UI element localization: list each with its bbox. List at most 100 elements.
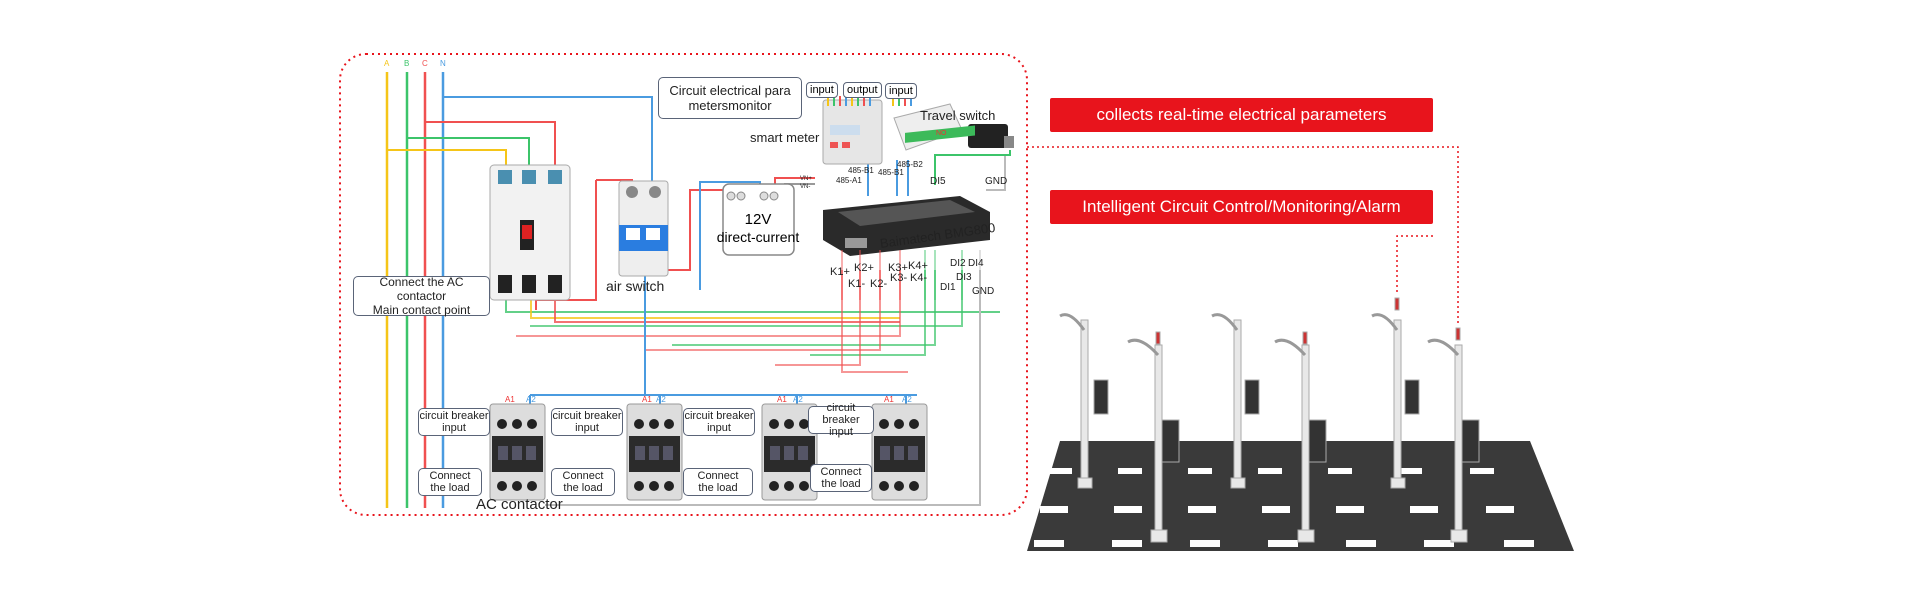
ac-contactor-label: AC contactor <box>476 496 563 513</box>
street-pole-icon <box>1127 331 1180 543</box>
street-poles <box>1059 297 1480 543</box>
power-supply-box <box>722 183 795 256</box>
k1-plus-label: K1+ <box>830 266 850 278</box>
gnd-top-label: GND <box>985 176 1008 187</box>
mccb-breaker-icon <box>489 164 571 301</box>
coil-a2: A2 <box>526 395 536 404</box>
coil-a1: A1 <box>884 395 894 404</box>
meter-monitor-label: Circuit electrical para metersmonitor <box>658 77 802 119</box>
power-supply-type: direct-current <box>717 229 800 245</box>
street-pole-icon <box>1211 313 1260 489</box>
connect-load-line1: Connect <box>697 470 739 482</box>
di5-label: DI5 <box>930 176 946 187</box>
ac-contactor-line1: Connect the AC contactor <box>379 275 464 303</box>
gnd-label: GND <box>972 286 995 297</box>
io-module-icon <box>892 96 963 151</box>
coil-a2: A2 <box>656 395 666 404</box>
coil-a2: A2 <box>902 395 912 404</box>
coil-a2: A2 <box>793 395 803 404</box>
street-pole-icon <box>1274 331 1327 543</box>
contactor-icon <box>489 403 546 501</box>
connect-load-line1: Connect <box>562 470 604 482</box>
callout-realtime-parameters: collects real-time electrical parameters <box>1050 98 1433 132</box>
street-pole-icon <box>1059 313 1109 489</box>
breaker-input-line2: input <box>575 422 599 434</box>
breaker-input-line2: input <box>829 426 853 438</box>
street-pole-icon <box>1371 297 1420 489</box>
vn-plus-label: VN+ <box>800 176 812 182</box>
module-input-tag: input <box>885 83 917 99</box>
meter-output-tag: output <box>843 82 882 98</box>
coil-a1: A1 <box>505 395 515 404</box>
connect-load-line2: the load <box>563 482 603 494</box>
k3-plus-label: K3+ <box>888 262 908 274</box>
rs485-a1-label: 485-A1 <box>836 176 862 185</box>
rs485-b1-label: 485-B1 <box>848 166 874 175</box>
no-mark: NO <box>936 130 947 137</box>
coil-a1: A1 <box>777 395 787 404</box>
ac-contactor-main-contact-label: Connect the AC contactor Main contact po… <box>353 275 490 317</box>
meter-monitor-line1: Circuit electrical para <box>669 83 791 98</box>
travel-switch-icon <box>968 124 1014 148</box>
dotted-frame <box>339 53 1028 516</box>
power-supply-voltage: 12V <box>745 211 772 228</box>
coil-a1: A1 <box>642 395 652 404</box>
phase-label-n: N <box>440 59 446 68</box>
air-switch-label: air switch <box>606 278 665 294</box>
di4-label: DI4 <box>968 258 984 269</box>
contactor-icon <box>761 403 818 501</box>
callout-circuit-control: Intelligent Circuit Control/Monitoring/A… <box>1050 190 1433 224</box>
connect-load-line2: the load <box>821 478 861 490</box>
k1-minus-label: K1- <box>848 278 866 290</box>
smart-meter-label: smart meter <box>750 130 820 145</box>
breaker-input-line1: circuit breaker <box>552 410 622 422</box>
bmg800-controller-icon <box>823 125 990 256</box>
contactor-icon <box>871 403 928 501</box>
ac-contactors <box>489 403 928 501</box>
rs485-b2-label: 485-B2 <box>897 160 923 169</box>
phase-label-c: C <box>422 59 428 68</box>
phase-label-a: A <box>384 59 390 68</box>
contactor-icon <box>626 403 683 501</box>
meter-input-tag: input <box>806 82 838 98</box>
di3-label: DI3 <box>956 272 972 283</box>
breaker-input-line1: circuit breaker <box>684 410 754 422</box>
road <box>1027 441 1574 551</box>
breaker-input-line1: circuit breaker <box>419 410 489 422</box>
k3-minus-label: K3- <box>890 272 908 284</box>
di1-label: DI1 <box>940 282 956 293</box>
rs485-b1-label-2: 485-B1 <box>878 168 904 177</box>
vn-minus-label: VN- <box>800 184 811 190</box>
k2-minus-label: K2- <box>870 278 888 290</box>
breaker-input-line2: input <box>442 422 466 434</box>
k4-minus-label: K4- <box>910 272 928 284</box>
connect-load-line1: Connect <box>429 470 471 482</box>
leader-line-realtime <box>1027 146 1459 325</box>
leader-line-control <box>1396 235 1433 294</box>
air-switch-icon <box>618 180 669 277</box>
breaker-input-line1: circuit breaker <box>822 402 860 426</box>
road-markings <box>1034 468 1534 547</box>
street-pole-icon <box>1427 327 1480 543</box>
phase-label-b: B <box>404 59 409 68</box>
ac-contactor-line2: Main contact point <box>372 303 471 317</box>
k4-plus-label: K4+ <box>908 260 928 272</box>
meter-monitor-line2: metersmonitor <box>688 98 772 113</box>
k2-plus-label: K2+ <box>854 262 874 274</box>
breaker-input-line2: input <box>707 422 731 434</box>
connect-load-line1: Connect <box>820 466 862 478</box>
connect-load-line2: the load <box>698 482 738 494</box>
travel-switch-label: Travel switch <box>920 108 996 123</box>
di2-label: DI2 <box>950 258 966 269</box>
smart-meter-icon <box>822 96 883 165</box>
